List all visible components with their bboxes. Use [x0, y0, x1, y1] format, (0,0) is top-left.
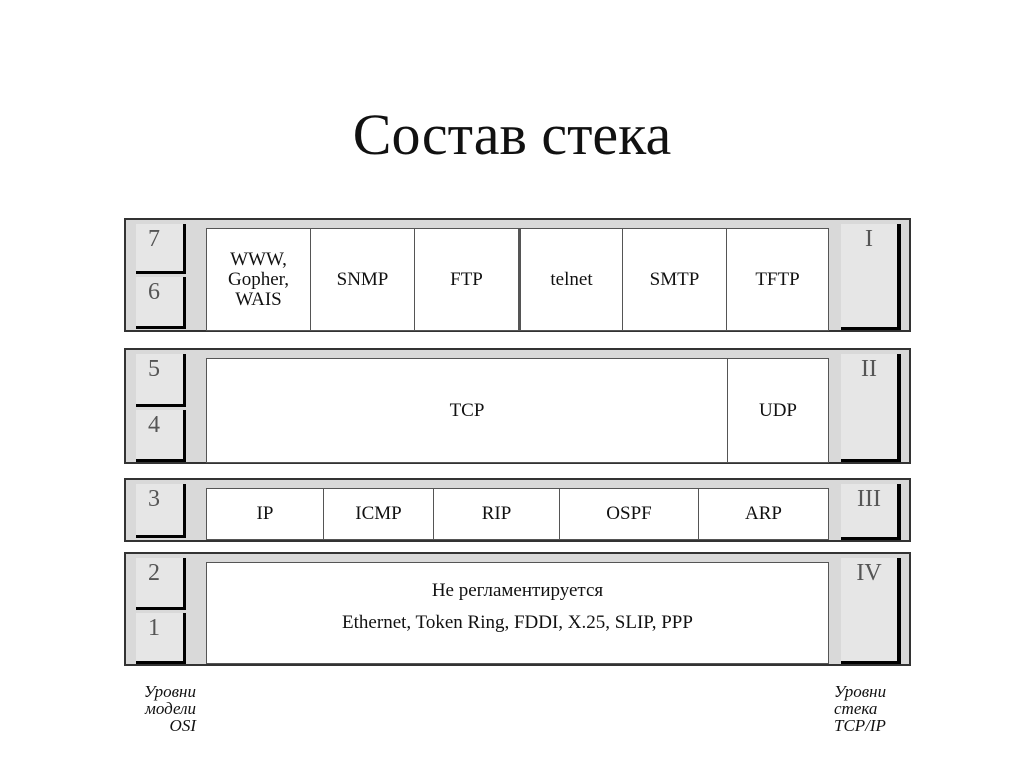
osi-level-1: 1	[136, 613, 186, 664]
unregulated-label: Не регламентируется	[431, 580, 604, 601]
tcpip-level-3: III	[841, 484, 901, 540]
protocol-ip: IP	[207, 489, 324, 539]
link-protocol-list: Ethernet, Token Ring, FDDI, X.25, SLIP, …	[342, 612, 693, 633]
osi-level-2: 2	[136, 558, 186, 610]
page-title: Состав стека	[352, 102, 672, 167]
protocol-telnet: telnet	[519, 229, 623, 330]
osi-levels-caption: Уровни модели OSI	[124, 683, 196, 734]
protocol-ftp: FTP	[415, 229, 519, 330]
tcpip-levels-caption: Уровни стека TCP/IP	[834, 683, 914, 734]
tcpip-level-2: II	[841, 354, 901, 462]
protocol-tcp: TCP	[207, 359, 728, 462]
tcpip-level-4: IV	[841, 558, 901, 664]
caption-left-line-3: OSI	[169, 716, 196, 735]
protocol-tftp: TFTP	[755, 268, 800, 290]
protocol-arp: ARP	[745, 503, 782, 524]
protocol-rip: RIP	[434, 489, 560, 539]
osi-level-5: 5	[136, 354, 186, 407]
osi-level-7: 7	[136, 224, 186, 274]
band-transport: 5 4 TCP UDP II	[124, 348, 911, 464]
link-description: Не регламентируется Ethernet, Token Ring…	[207, 563, 828, 639]
tcpip-level-1: I	[841, 224, 901, 330]
band-network: 3 IP ICMP RIP OSPF ARP III	[124, 478, 911, 542]
osi-level-6: 6	[136, 277, 186, 329]
network-protocols: IP ICMP RIP OSPF ARP	[206, 488, 829, 540]
osi-level-4: 4	[136, 410, 186, 462]
osi-level-3: 3	[136, 484, 186, 538]
caption-right-line-2: стека	[834, 699, 878, 718]
band-link: 2 1 Не регламентируется Ethernet, Token …	[124, 552, 911, 666]
caption-right-line-3: TCP/IP	[834, 716, 886, 735]
protocol-snmp: SNMP	[311, 229, 415, 330]
protocol-smtp: SMTP	[623, 229, 727, 330]
protocol-udp: UDP	[758, 399, 797, 421]
band-application: 7 6 WWW, Gopher, WAIS SNMP FTP telnet SM…	[124, 218, 911, 332]
application-protocols: WWW, Gopher, WAIS SNMP FTP telnet SMTP T…	[206, 228, 829, 331]
transport-protocols: TCP UDP	[206, 358, 829, 463]
protocol-www-gopher-wais: WWW, Gopher, WAIS	[207, 229, 311, 330]
protocol-ospf: OSPF	[560, 489, 699, 539]
caption-left-line-2: модели	[145, 699, 196, 718]
caption-left-line-1: Уровни	[143, 682, 196, 701]
link-protocols: Не регламентируется Ethernet, Token Ring…	[206, 562, 829, 664]
caption-right-line-1: Уровни	[834, 682, 887, 701]
protocol-icmp: ICMP	[324, 489, 434, 539]
